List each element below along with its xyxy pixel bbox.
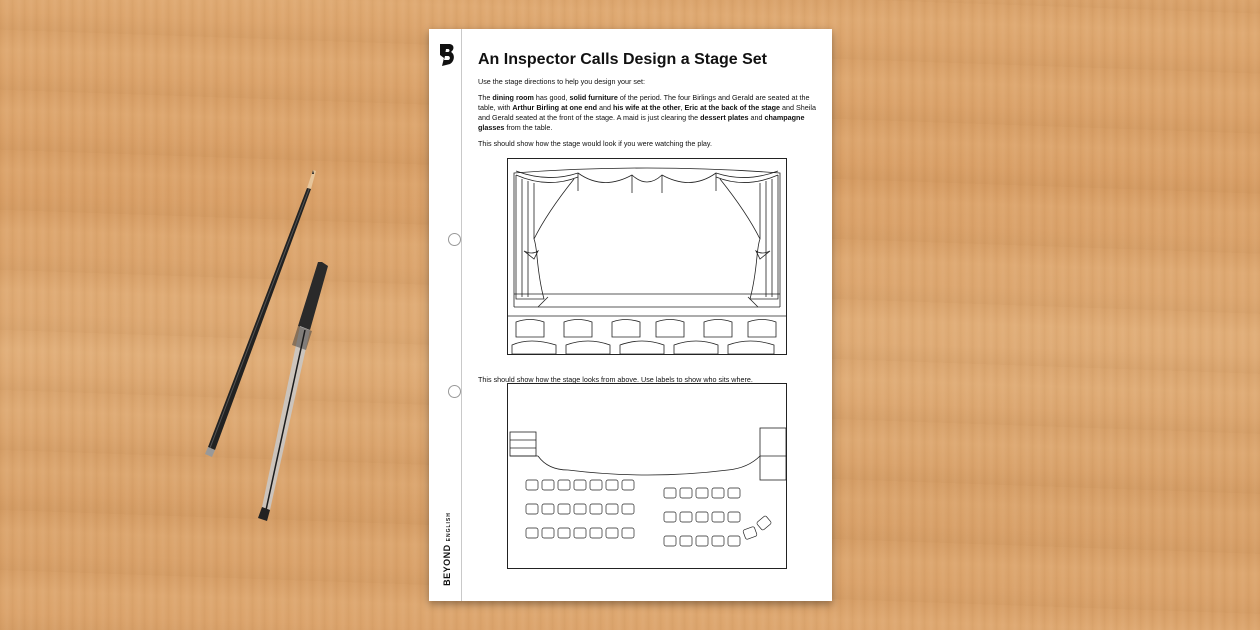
directions-emphasis: solid furniture — [569, 93, 618, 102]
above-view-stage-illustration — [507, 383, 787, 569]
directions-text: and Sheila and Gerald seated at the fron… — [478, 103, 816, 122]
intro-text: Use the stage directions to help you des… — [478, 77, 646, 86]
directions-text: and — [748, 113, 765, 122]
beyond-logo-icon — [440, 44, 454, 66]
directions-text: , — [680, 103, 685, 112]
brand-sub: ENGLISH — [446, 512, 452, 542]
directions-emphasis: Eric at the back of the stage — [684, 103, 780, 112]
worksheet-page: BEYOND ENGLISH An Inspector Calls Design … — [429, 29, 832, 601]
directions-text: of the period. The four Birlings and Ger… — [478, 93, 810, 112]
directions-emphasis: dessert plates — [700, 113, 749, 122]
pencil — [205, 170, 316, 457]
brand-main: BEYOND — [442, 544, 452, 586]
directions-text: has good, — [533, 93, 570, 102]
worksheet-content: An Inspector Calls Design a Stage Set Us… — [478, 49, 818, 149]
directions-text: The — [478, 93, 493, 102]
directions-emphasis: his wife at the other — [613, 103, 681, 112]
margin-line — [461, 29, 462, 601]
plan-drawing — [509, 427, 787, 547]
title-bold: Design a Stage Set — [622, 51, 767, 68]
punch-hole — [448, 385, 461, 398]
directions-emphasis: dining room — [492, 93, 534, 102]
front-view-stage-illustration — [507, 158, 787, 355]
pen — [258, 262, 328, 521]
caption-front-view: This should show how the stage would loo… — [478, 139, 712, 148]
stage-directions: The dining room has good, solid furnitur… — [478, 93, 818, 133]
directions-emphasis: champagne glasses — [478, 113, 805, 132]
brand-vertical: BEYOND ENGLISH — [433, 499, 461, 599]
directions-text: and — [597, 103, 614, 112]
title-regular: An Inspector Calls — [478, 51, 619, 68]
stage-drawing — [508, 167, 786, 355]
worksheet-title: An Inspector Calls Design a Stage Set — [478, 49, 818, 71]
punch-hole — [448, 233, 461, 246]
directions-text: from the table. — [504, 123, 553, 132]
directions-emphasis: Arthur Birling at one end — [512, 103, 598, 112]
caption-above-view: This should show how the stage looks fro… — [478, 375, 753, 385]
